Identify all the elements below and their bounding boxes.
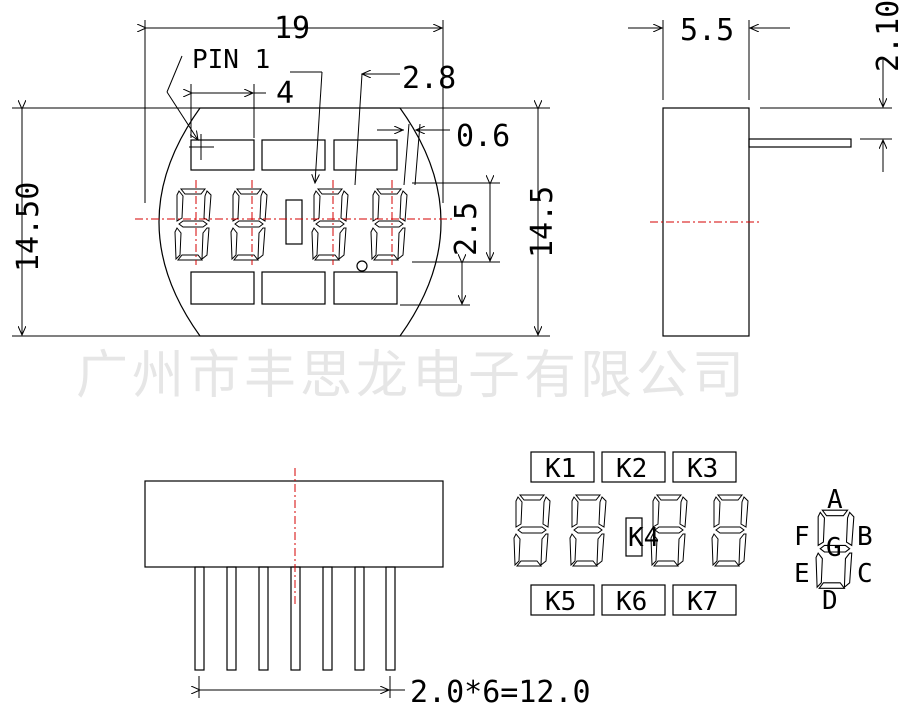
map-digit-4: [711, 494, 749, 567]
top-key-box-1: [190, 139, 255, 171]
bottom-key-box-1: [190, 271, 255, 305]
key-label-k4: K4: [628, 523, 659, 553]
front-digit-2: [230, 188, 268, 261]
front-colon-bar: [285, 199, 303, 245]
side-pin-offset-dim: 2.10: [871, 0, 906, 72]
legend-label-f: F: [794, 522, 810, 552]
pin-pitch-dim: 2.0*6=12.0: [410, 675, 591, 710]
segment-map: K1 K2 K3 K4 K5 K6 K7: [513, 451, 749, 617]
key-box-k1: [530, 451, 595, 483]
legend-label-g: G: [826, 533, 842, 563]
key-box-k3: [672, 451, 737, 483]
bottom-pin: [194, 566, 205, 671]
side-depth-dim: 5.5: [680, 13, 734, 48]
key-label-k3: K3: [687, 454, 718, 484]
front-digit-4: [370, 188, 408, 261]
segment-width-dim: 4: [276, 76, 294, 111]
bar-width-dim: 0.6: [456, 119, 510, 154]
watermark-text: 广州市丰思龙电子有限公司: [76, 346, 748, 406]
front-view: 19 PIN 1 4 2.8 0.6 14.50 14.5: [11, 11, 560, 337]
bottom-pins: [194, 566, 396, 671]
bottom-body: [144, 480, 444, 568]
front-decimal-dot: [356, 260, 368, 272]
key-box-k6: [601, 584, 666, 616]
bottom-key-box-3: [333, 271, 398, 305]
bottom-key-box-2: [261, 271, 326, 305]
key-label-k2: K2: [616, 454, 647, 484]
bottom-view: 2.0*6=12.0: [144, 468, 591, 710]
bottom-pin: [226, 566, 237, 671]
legend-label-b: B: [857, 522, 873, 552]
key-label-k1: K1: [545, 454, 576, 484]
left-height-dim: 14.50: [11, 182, 46, 272]
top-key-box-3: [333, 139, 398, 171]
pin1-label: PIN 1: [192, 45, 270, 75]
bottom-pin: [322, 566, 333, 671]
bottom-pin: [354, 566, 365, 671]
key-label-k6: K6: [616, 587, 647, 617]
front-digit-3: [311, 188, 349, 261]
digit-height-dim: 2.5: [449, 202, 484, 256]
map-digit-2: [569, 494, 607, 567]
key-box-k5: [530, 584, 595, 616]
legend-label-d: D: [822, 586, 838, 616]
map-digit-1: [513, 494, 551, 567]
right-height-dim: 14.5: [525, 186, 560, 258]
map-colon-bar: [625, 517, 643, 557]
front-digit-1: [174, 188, 212, 261]
legend-label-a: A: [827, 485, 843, 515]
front-width-dim: 19: [274, 11, 310, 46]
key-label-k5: K5: [545, 587, 576, 617]
legend-label-c: C: [857, 559, 873, 589]
key-box-k7: [672, 584, 737, 616]
key-label-k7: K7: [687, 587, 718, 617]
legend-label-e: E: [794, 559, 810, 589]
top-key-box-2: [261, 139, 326, 171]
segment-legend: A B C D E F G: [794, 485, 873, 616]
side-pin: [748, 138, 852, 148]
key-box-k2: [601, 451, 666, 483]
digit-spacing-dim: 2.8: [402, 61, 456, 96]
bottom-pin: [258, 566, 269, 671]
bottom-pin: [385, 566, 396, 671]
side-view: 5.5 2.10: [628, 0, 906, 337]
